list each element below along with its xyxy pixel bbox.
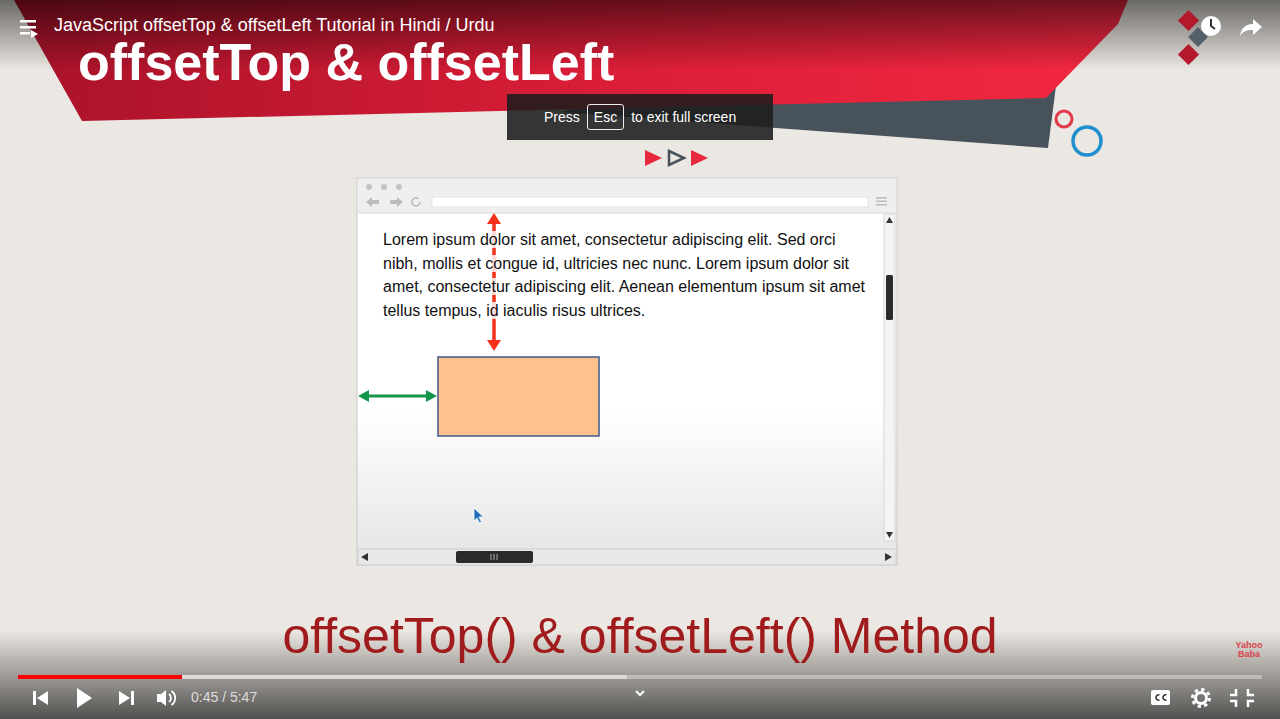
chevron-icon — [636, 691, 644, 695]
video-title-holder: JavaScript offsetTop & offsetLeft Tutori… — [54, 15, 495, 37]
browser-frame — [357, 178, 897, 565]
watch-later-icon — [1211, 19, 1215, 29]
volume-icon — [169, 691, 175, 705]
address-bar — [432, 197, 868, 207]
scroll-arrow — [885, 553, 892, 561]
scroll-arrow — [361, 553, 368, 561]
vertical-scrollbar — [884, 214, 895, 541]
menu-icon — [876, 204, 887, 206]
settings-icon — [1193, 690, 1210, 707]
arrow-head — [487, 213, 501, 224]
fullscreen-toast: Press to exit full screen Esc — [507, 94, 773, 140]
playlist-icon — [20, 20, 36, 23]
page-paragraph-holder: Lorem ipsum dolor sit amet, consectetur … — [383, 228, 873, 322]
browser-window: Lorem ipsum dolor sit amet, consectetur … — [357, 178, 897, 565]
previous-icon — [33, 691, 36, 705]
scroll-arrow — [886, 532, 893, 538]
deco-triangle — [669, 151, 684, 165]
scroll-grip — [491, 554, 497, 560]
toast-text-holder: Press — [544, 109, 580, 126]
reload-icon — [412, 198, 420, 206]
slide-caption: offsetTop() & offsetLeft() Method — [0, 606, 1280, 666]
share-icon — [1240, 19, 1262, 36]
offset-left-arrow — [368, 395, 428, 398]
forward-icon — [390, 197, 403, 207]
toast-text: Press — [544, 109, 580, 126]
mouse-cursor — [474, 508, 484, 523]
deco-ring — [1056, 111, 1072, 127]
key-cap: Esc — [587, 104, 624, 131]
watch-later-icon — [1201, 16, 1221, 36]
toast-text-holder: to exit full screen — [631, 109, 736, 126]
scroll-thumb — [886, 275, 893, 320]
settings-icon — [1196, 693, 1207, 704]
slide-heading-holder: offsetTop & offsetLeft — [78, 36, 614, 88]
key-label: Esc — [594, 109, 617, 126]
browser-toolbar — [358, 179, 896, 213]
play-icon — [77, 688, 92, 708]
playlist-icon — [20, 32, 30, 35]
progress-played — [18, 675, 182, 679]
progress-buffer — [18, 675, 627, 679]
volume-icon — [157, 690, 166, 706]
slide-heading: offsetTop & offsetLeft — [78, 36, 614, 88]
slide-caption-holder: offsetTop() & offsetLeft() Method — [0, 606, 1280, 666]
page-paragraph: Lorem ipsum dolor sit amet, consectetur … — [383, 231, 865, 319]
progress-track — [18, 675, 1262, 679]
previous-icon — [37, 691, 48, 705]
arrow-head — [487, 340, 501, 351]
toast-text: to exit full screen — [631, 109, 736, 126]
key-label-holder: Esc — [594, 109, 617, 126]
next-icon — [119, 691, 130, 705]
deco-triangle — [691, 150, 708, 166]
arrow-head — [426, 390, 437, 402]
playlist-icon — [31, 30, 38, 38]
playlist-icon — [20, 26, 36, 29]
window-dot — [396, 184, 402, 190]
target-element — [438, 357, 599, 436]
window-dot — [366, 184, 372, 190]
horizontal-scrollbar — [358, 549, 896, 565]
deco-triangle — [645, 150, 662, 166]
video-title: JavaScript offsetTop & offsetLeft Tutori… — [54, 15, 495, 37]
channel-logo — [1178, 44, 1199, 65]
captions-icon — [1151, 690, 1170, 705]
scroll-arrow — [886, 217, 893, 223]
watermark: Yahoo Baba — [1232, 641, 1266, 660]
watermark-holder: Yahoo Baba — [1232, 641, 1266, 660]
window-dot — [381, 184, 387, 190]
arrow-head — [358, 390, 369, 402]
back-icon — [366, 197, 379, 207]
scroll-thumb — [456, 551, 533, 563]
toolbar-rule — [358, 213, 896, 214]
channel-logo — [1178, 10, 1199, 31]
deco-ring — [1073, 127, 1101, 155]
time-display: 0:45 / 5:47 — [191, 689, 257, 706]
next-icon — [131, 691, 134, 705]
time-display-holder: 0:45 / 5:47 — [191, 689, 257, 706]
menu-icon — [876, 197, 887, 199]
menu-icon — [876, 201, 887, 203]
exit-fullscreen-icon — [1230, 689, 1254, 707]
captions-icon — [1156, 695, 1167, 701]
